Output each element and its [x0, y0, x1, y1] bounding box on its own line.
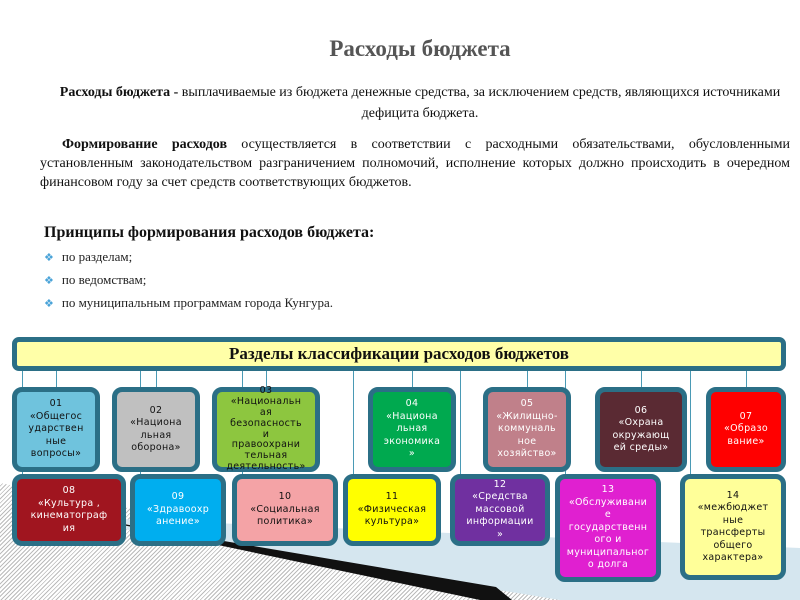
section-box: 14 «межбюджет ные трансферты общего хара…: [680, 474, 786, 580]
diamond-bullet-icon: ❖: [44, 298, 54, 310]
section-box: 12 «Средства массовой информации »: [450, 474, 550, 546]
section-box: 03 «Национальн ая безопасность и правоох…: [212, 385, 320, 472]
section-box: 13 «Обслуживани е государственн ого и му…: [555, 474, 661, 582]
connector-line: [412, 370, 413, 387]
diamond-bullet-icon: ❖: [44, 275, 54, 287]
section-box: 04 «Национа льная экономика »: [368, 387, 456, 472]
classification-header: Разделы классификации расходов бюджетов: [12, 337, 786, 371]
connector-line: [690, 370, 691, 474]
connector-line: [641, 370, 642, 387]
definition-text: выплачиваемые из бюджета денежные средст…: [178, 85, 781, 121]
principle-text: по разделам;: [61, 249, 133, 264]
section-box: 07 «Образо вание»: [706, 387, 786, 472]
principle-item: ❖ по ведомствам;: [44, 272, 146, 288]
definition-paragraph: Расходы бюджета - выплачиваемые из бюдже…: [40, 82, 800, 124]
connector-line: [460, 370, 461, 474]
section-box: 01 «Общегос ударствен ные вопросы»: [12, 387, 100, 472]
diamond-bullet-icon: ❖: [44, 252, 54, 264]
section-box: 02 «Национа льная оборона»: [112, 387, 200, 472]
section-box: 05 «Жилищно- коммуналь ное хозяйство»: [483, 387, 571, 472]
principle-item: ❖ по разделам;: [44, 249, 132, 265]
principle-text: по ведомствам;: [61, 272, 147, 287]
principles-heading: Принципы формирования расходов бюджета:: [44, 224, 375, 241]
connector-line: [156, 370, 157, 387]
principle-text: по муниципальным программам города Кунгу…: [61, 295, 334, 310]
section-box: 08 «Культура , кинематограф ия: [12, 474, 126, 546]
formation-text: осуществляется в соответствии с расходны…: [40, 137, 791, 190]
connector-line: [56, 370, 57, 387]
slide-title: Расходы бюджета: [329, 36, 511, 61]
principle-item: ❖ по муниципальным программам города Кунг…: [44, 295, 333, 311]
section-box: 11 «Физическая культура»: [343, 474, 441, 546]
section-box: 10 «Социальная политика»: [232, 474, 338, 546]
section-box: 09 «Здравоохр анение»: [130, 474, 226, 546]
formation-term: Формирование расходов: [62, 137, 228, 152]
definition-term: Расходы бюджета -: [59, 85, 179, 100]
connector-line: [353, 370, 354, 474]
connector-line: [746, 370, 747, 387]
formation-paragraph: Формирование расходов осуществляется в с…: [40, 135, 790, 192]
connector-line: [527, 370, 528, 387]
connector-line: [266, 370, 267, 387]
section-box: 06 «Охрана окружающ ей среды»: [595, 387, 687, 472]
